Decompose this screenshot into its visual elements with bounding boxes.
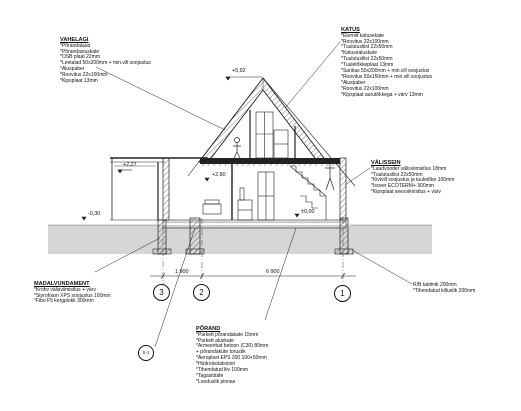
- vahelagi-line: *Aluspaber: [60, 66, 85, 73]
- rb-note: R/B taldmik 200mm *Tihendatud killustik …: [413, 282, 476, 295]
- level-ground: -0,30: [88, 211, 101, 217]
- human-figures: [233, 137, 335, 191]
- madalvundament-line: *Fibo F5 kergplokk 300mm: [34, 298, 94, 305]
- valissein-line: *Kipsplaat seesviimistlus + värv: [371, 189, 441, 196]
- stairs: [289, 165, 327, 220]
- furniture: [202, 129, 289, 215]
- valissein-line: *Kivivill soojustus ja tuuletõke 100mm: [371, 177, 455, 184]
- dimension-left: 1 900: [175, 269, 189, 275]
- katus-line: *Roovitus 22x100mm: [341, 38, 389, 45]
- ground-fill: [48, 224, 432, 254]
- porand-line: *Armeeritud betoon (C30) 80mm: [196, 343, 269, 350]
- valissein-line: *Tuulutusliist 22x50mm: [371, 171, 423, 178]
- madalvundament-line: *Styrofoam XPS soojustus 100mm: [34, 292, 111, 299]
- katus-line: *Aluspaber: [341, 79, 366, 86]
- katus-title: KATUS: [341, 27, 360, 33]
- porand-line: *Looduslik pinnas: [196, 378, 236, 385]
- attic-floor: [200, 158, 340, 166]
- porch: [110, 157, 208, 221]
- valissein-line: *Isover ECOTERM+ 300mm: [371, 183, 434, 190]
- porand-line: *Parkett põrandakate 15mm: [196, 331, 259, 338]
- porand-line: *Tihendatud liiv 100mm: [196, 367, 249, 374]
- vahelagi-line: *Kipsplaat 13mm: [60, 78, 98, 85]
- valissein-title: VÄLISSEIN: [371, 160, 401, 166]
- dimension-right: 6 900: [266, 269, 280, 275]
- porand-line: *Aeroplast EPS 200 100+50mm: [196, 355, 267, 362]
- vahelagi-title: VAHELAGI: [60, 37, 89, 43]
- level-markers: [81, 76, 300, 221]
- madalvundament-note: MADALVUNDAMENT *Krohv välisviimistlus + …: [34, 281, 111, 305]
- axis-marker-3: 3: [153, 284, 170, 301]
- rb-line: *Tihendatud killustik 200mm: [413, 287, 476, 294]
- katus-line: *Tuulutusliist 22x50mm: [341, 44, 393, 51]
- dimension-line: [150, 272, 356, 280]
- vahelagi-line: *Roovitus 22x100mm: [60, 72, 108, 79]
- vahelagi-note: VAHELAGI *Põrandalaud *Põrandasiuskate *…: [60, 37, 151, 85]
- windows: [237, 111, 275, 221]
- level-floor: ±0,00: [301, 209, 315, 215]
- axis-lines: [162, 218, 344, 284]
- level-ridge: +5,92: [232, 68, 246, 74]
- axis-marker-1: 1: [334, 285, 351, 302]
- section-tag: S-1: [138, 345, 154, 361]
- porand-line: *Hüdroisolatsioon: [196, 361, 236, 368]
- katus-line: *Kipsplaat aurutõkkega + värv 13mm: [341, 91, 423, 98]
- leader-lines: [94, 41, 413, 348]
- porand-line: *Tagasitäide: [196, 372, 224, 379]
- valissein-note: VÄLISSEIN *Laudvooder välisviimistlus 18…: [371, 160, 454, 196]
- katus-line: *Sarikas 50x200mm + min.vill soojustus: [341, 68, 430, 75]
- madalvundament-line: *Krohv välisviimistlus + värv: [34, 286, 96, 293]
- level-attic: +2,80: [212, 172, 226, 178]
- katus-line: *Tuulutusliist 22x50mm: [341, 56, 393, 63]
- axis-marker-2: 2: [193, 284, 210, 301]
- porand-line: *Parkett aluskate: [196, 337, 234, 344]
- rb-line: R/B taldmik 200mm: [413, 282, 457, 288]
- walls: [162, 110, 347, 221]
- katus-line: *Roovitus 22x100mm: [341, 85, 389, 92]
- porand-title: PÕRAND: [196, 326, 221, 332]
- valissein-line: *Laudvooder välisviimistlus 18mm: [371, 165, 447, 172]
- porand-line: + põrandaküte torustik: [196, 349, 246, 356]
- katus-line: *Tuuletõkkeplaat 13mm: [341, 62, 394, 69]
- foundations: [152, 217, 354, 255]
- katus-line: *Roovitus 50x150mm + min.vill soojustus: [341, 73, 433, 80]
- vahelagi-line: *Leetalad 50x200mm + min.vill soojustus: [60, 60, 151, 67]
- porand-note: PÕRAND *Parkett põrandakate 15mm *Parket…: [196, 326, 268, 386]
- katus-note: KATUS *Eterniit katusekate *Roovitus 22x…: [341, 27, 432, 99]
- katus-line: *Eterniit katusekate: [341, 32, 385, 39]
- vahelagi-line: *Põrandasiuskate: [60, 48, 100, 55]
- level-eave: +2,27: [123, 162, 137, 168]
- vahelagi-line: *Põrandalaud: [60, 42, 91, 49]
- madalvundament-title: MADALVUNDAMENT: [34, 281, 90, 287]
- katus-line: *Katusealuskate: [341, 50, 378, 57]
- vahelagi-line: *OSB plaat 22mm: [60, 54, 101, 61]
